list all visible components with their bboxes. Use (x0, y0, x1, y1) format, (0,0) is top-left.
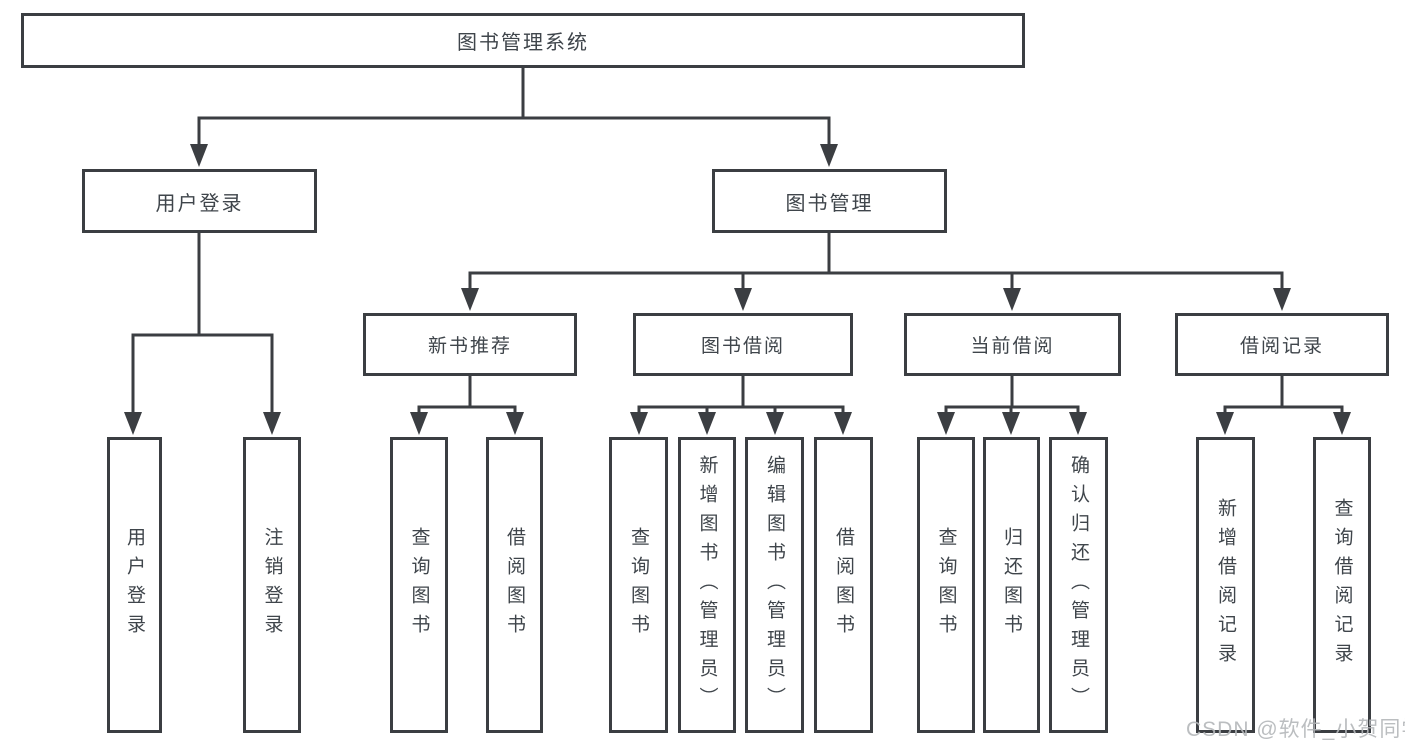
node-current-borrowing-label: 当前借阅 (970, 336, 1055, 357)
leaf-borrow-books-2: 借阅图书 (814, 437, 873, 733)
node-new-book-recommendation-label: 新书推荐 (427, 336, 512, 357)
leaf-query-books-2-label: 查询图书 (628, 527, 649, 643)
leaf-borrow-books-1: 借阅图书 (486, 437, 543, 733)
leaf-user-login-label: 用户登录 (124, 527, 145, 643)
node-borrowing-records-label: 借阅记录 (1239, 336, 1324, 357)
node-new-book-recommendation: 新书推荐 (363, 313, 577, 376)
leaf-edit-books-admin-label: 编辑图书（管理员） (764, 454, 785, 716)
leaf-query-books-1-label: 查询图书 (408, 527, 430, 643)
leaf-query-books-2: 查询图书 (609, 437, 668, 733)
node-book-borrowing: 图书借阅 (633, 313, 853, 376)
node-borrowing-records: 借阅记录 (1175, 313, 1389, 376)
root-node-label: 图书管理系统 (457, 32, 589, 54)
leaf-query-books-3-label: 查询图书 (935, 527, 957, 643)
node-user-login: 用户登录 (82, 169, 317, 233)
root-node-library-management-system: 图书管理系统 (21, 13, 1025, 68)
node-book-management-label: 图书管理 (785, 192, 874, 215)
node-user-login-label: 用户登录 (155, 192, 244, 215)
leaf-add-borrow-record: 新增借阅记录 (1196, 437, 1255, 733)
leaf-query-books-1: 查询图书 (390, 437, 448, 733)
node-current-borrowing: 当前借阅 (904, 313, 1121, 376)
leaf-query-books-3: 查询图书 (917, 437, 975, 733)
node-book-management: 图书管理 (712, 169, 947, 233)
leaf-add-books-admin-label: 新增图书（管理员） (696, 454, 718, 716)
leaf-query-borrow-records: 查询借阅记录 (1313, 437, 1371, 733)
leaf-return-books-label: 归还图书 (1001, 527, 1022, 643)
leaf-confirm-return-admin: 确认归还（管理员） (1049, 437, 1108, 733)
arrowheads (124, 144, 1351, 435)
leaf-edit-books-admin: 编辑图书（管理员） (745, 437, 804, 733)
leaf-add-borrow-record-label: 新增借阅记录 (1215, 498, 1236, 672)
leaf-return-books: 归还图书 (983, 437, 1040, 733)
csdn-watermark: CSDN @软件_小贺同学 (1186, 718, 1405, 741)
leaf-add-books-admin: 新增图书（管理员） (678, 437, 736, 733)
leaf-logout: 注销登录 (243, 437, 301, 733)
leaf-borrow-books-2-label: 借阅图书 (833, 527, 854, 643)
leaf-borrow-books-1-label: 借阅图书 (504, 527, 525, 643)
leaf-query-borrow-records-label: 查询借阅记录 (1331, 498, 1353, 672)
leaf-user-login: 用户登录 (107, 437, 162, 733)
leaf-confirm-return-admin-label: 确认归还（管理员） (1068, 454, 1089, 716)
leaf-logout-label: 注销登录 (261, 527, 283, 643)
node-book-borrowing-label: 图书借阅 (700, 336, 785, 357)
